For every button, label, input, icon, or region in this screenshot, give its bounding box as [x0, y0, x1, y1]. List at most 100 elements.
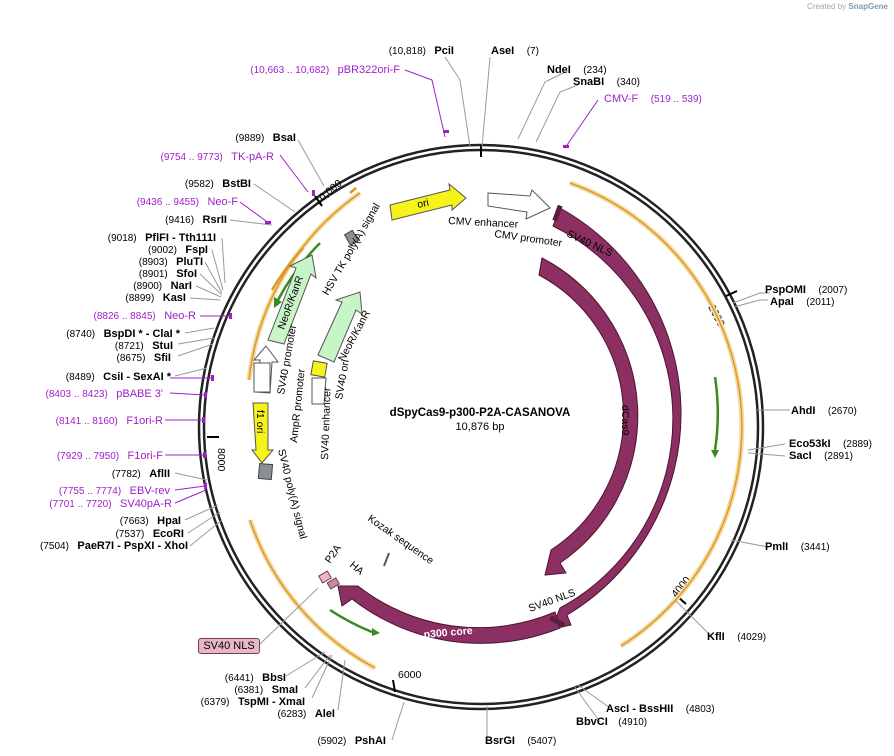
ori-label: ori — [416, 197, 430, 211]
primer-label[interactable]: (7755 .. 7774) EBV-rev — [59, 481, 171, 498]
enzyme-label[interactable]: (10,818) PciI — [389, 41, 454, 58]
enzyme-label[interactable]: (6381) SmaI — [234, 680, 298, 697]
sv40-nls-box-leader — [258, 587, 319, 646]
cas9-outer-arrow — [551, 207, 682, 630]
enzyme-label[interactable]: (9002) FspI — [148, 240, 208, 257]
enzyme-label[interactable]: (7782) AflII — [112, 464, 170, 481]
enzyme-label[interactable]: (8721) StuI — [115, 336, 173, 353]
snapgene-brand: SnapGene — [848, 2, 888, 11]
sv40-nls-bottom-mark — [549, 615, 566, 628]
primer-label[interactable]: CMV-F (519 .. 539) — [604, 89, 702, 106]
enzyme-label[interactable]: KflI (4029) — [707, 627, 766, 644]
enzyme-labels-right: AseI (7) NdeI (234) SnaBI (340) PspOMI (… — [485, 41, 872, 748]
tick-label-10000: 10,000 — [312, 177, 344, 207]
ori-arrow — [389, 182, 467, 221]
primer-label[interactable]: (9754 .. 9773) TK-pA-R — [161, 147, 275, 164]
enzyme-label[interactable]: (5902) PshAI — [317, 731, 386, 748]
primer-label[interactable]: (8141 .. 8160) F1ori-R — [56, 411, 163, 428]
enzyme-label[interactable]: (8675) SfiI — [117, 348, 171, 365]
credit-text: Created by — [807, 2, 847, 11]
p2a-mark — [326, 577, 341, 590]
enzyme-label[interactable]: ApaI (2011) — [770, 292, 834, 309]
sv40-enhancer-label: SV40 enhancer — [319, 387, 334, 460]
primer-lines — [165, 69, 599, 504]
enzyme-label[interactable]: Eco53kI (2889) — [789, 434, 872, 451]
enzyme-label[interactable]: AscI - BssHII (4803) — [606, 699, 715, 716]
tick-2000 — [725, 290, 738, 297]
dcas9-inner-arrow — [538, 257, 639, 576]
snapgene-credit: Created by SnapGene — [807, 2, 888, 11]
enzyme-label[interactable]: SnaBI (340) — [573, 72, 640, 89]
neor-inner-arrow — [317, 291, 363, 363]
enzyme-label[interactable]: (7504) PaeR7I - PspXI - XhoI — [40, 536, 188, 553]
enzyme-label[interactable]: NdeI (234) — [547, 60, 607, 77]
enzyme-label[interactable]: BsrGI (5407) — [485, 731, 556, 748]
tick-10000 — [314, 195, 323, 207]
sv40-polya-box — [257, 462, 274, 481]
enzyme-label[interactable]: (8899) KasI — [125, 288, 186, 305]
plasmid-length: 10,876 bp — [456, 421, 505, 433]
primer-label[interactable]: (8403 .. 8423) pBABE 3' — [46, 384, 163, 401]
kozak-mark — [383, 552, 390, 567]
enzyme-label[interactable]: BbvCI (4910) — [576, 712, 647, 729]
enzyme-label[interactable]: AhdI (2670) — [791, 401, 857, 418]
primer-labels: (10,663 .. 10,682) pBR322ori-F CMV-F (51… — [46, 60, 702, 511]
enzyme-label[interactable]: (6379) TspMI - XmaI — [201, 692, 305, 709]
cmv-enhancer-arrow — [487, 189, 551, 220]
enzyme-label[interactable]: (7537) EcoRI — [115, 524, 184, 541]
ha-mark — [317, 570, 333, 584]
hsv-tk-polya-box — [343, 229, 360, 246]
sv40-polya-label: SV40 poly(A) signal — [275, 448, 309, 540]
orf-outlines — [246, 180, 745, 671]
ampr-promoter-box — [253, 362, 271, 393]
primer-label[interactable]: (8826 .. 8845) Neo-R — [93, 306, 196, 323]
enzyme-label[interactable]: (6283) AleI — [277, 704, 335, 721]
enzyme-label[interactable]: (6441) BbsI — [225, 668, 286, 685]
p2a-label: P2A — [323, 543, 344, 566]
enzyme-label[interactable]: (8489) CsiI - SexAI * — [66, 367, 172, 384]
primer-label[interactable]: (7701 .. 7720) SV40pA-R — [49, 494, 172, 511]
primer-label[interactable]: (9436 .. 9455) Neo-F — [137, 192, 239, 209]
cas9-label: Cas9 — [694, 396, 711, 423]
enzyme-label[interactable]: (8740) BspDI * - ClaI * — [66, 324, 180, 341]
sv40-ori-box — [310, 360, 328, 378]
enzyme-label[interactable]: (8903) PluTI — [139, 252, 203, 269]
enzyme-label[interactable]: (8900) NarI — [133, 276, 192, 293]
dcas9-label: dCas9 — [619, 405, 631, 436]
sv40-enhancer-box — [311, 377, 327, 405]
p300-core-label: p300 core — [423, 625, 473, 641]
ha-label: HA — [347, 559, 366, 578]
p300-core-arrow — [337, 585, 561, 644]
orange-orf-arrows — [270, 187, 357, 291]
enzyme-label[interactable]: (9416) RsrII — [165, 210, 227, 227]
leader-lines — [174, 56, 790, 741]
f1-ori-arrow — [250, 402, 275, 464]
enzyme-label[interactable]: (9582) BstBI — [185, 174, 251, 191]
cmv-promoter-label: CMV promoter — [494, 228, 564, 249]
primer-label[interactable]: (7929 .. 7950) F1ori-F — [57, 446, 163, 463]
enzyme-label[interactable]: AseI (7) — [491, 41, 539, 58]
tick-label-6000: 6000 — [398, 669, 422, 681]
plasmid-name: dSpyCas9-p300-P2A-CASANOVA — [390, 407, 571, 419]
primer-label[interactable]: (10,663 .. 10,682) pBR322ori-F — [250, 60, 400, 77]
cmv-enhancer-label: CMV enhancer — [448, 215, 519, 231]
tick-6000 — [392, 679, 396, 693]
f1-ori-label: f1 ori — [254, 410, 266, 433]
tick-label-8000: 8000 — [215, 448, 227, 472]
enzyme-label[interactable]: (7663) HpaI — [120, 511, 181, 528]
enzyme-label[interactable]: PmlI (3441) — [765, 537, 830, 554]
enzyme-labels-left: (10,818) PciI (9889) BsaI (9582) BstBI (… — [40, 41, 454, 748]
sv40-nls-box-label[interactable]: SV40 NLS — [198, 638, 260, 654]
neor-outer-arrow — [267, 254, 317, 345]
primer-marks — [202, 130, 569, 489]
sv40-ori-label: SV40 ori — [333, 359, 352, 401]
kozak-label: Kozak sequence — [365, 513, 436, 567]
ampr-promoter-label: AmpR promoter — [288, 368, 308, 443]
sv40-nls-top-mark — [552, 204, 563, 222]
enzyme-label[interactable]: (9889) BsaI — [235, 128, 296, 145]
enzyme-label[interactable]: PspOMI (2007) — [765, 280, 847, 297]
enzyme-label[interactable]: (9018) PflFI - Tth111I — [108, 228, 216, 245]
enzyme-label[interactable]: SacI (2891) — [789, 446, 853, 463]
enzyme-label[interactable]: (8901) SfoI — [139, 264, 197, 281]
